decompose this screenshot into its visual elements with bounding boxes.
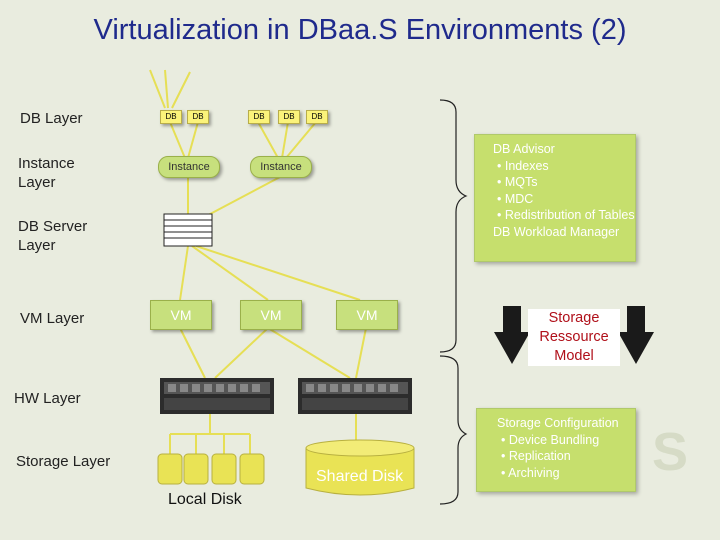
- db-box-2: DB: [187, 110, 209, 124]
- storage-layer-label: Storage Layer: [16, 453, 111, 470]
- db-advisor-heading: DB Advisor: [493, 142, 555, 156]
- instance-layer-label: Instance Layer: [18, 155, 75, 191]
- storage-config-item: Replication: [509, 448, 635, 465]
- shared-disk-label: Shared Disk: [316, 468, 404, 485]
- vm-layer-label: VM Layer: [20, 310, 85, 327]
- advisor-item: MDC: [505, 191, 635, 208]
- shared-disk-cylinder: [305, 439, 415, 496]
- watermark-logo: S: [652, 422, 688, 482]
- vm-1: VM: [150, 300, 212, 330]
- instance-1: Instance: [158, 156, 220, 178]
- db-advisor-box: DB Advisor Indexes MQTs MDC Redistributi…: [474, 134, 636, 262]
- db-server-stack: [163, 213, 213, 247]
- storage-configuration-heading: Storage Configuration: [497, 416, 619, 430]
- instance-2: Instance: [250, 156, 312, 178]
- storage-resource-model: Storage Ressource Model: [528, 309, 620, 366]
- advisor-item: Redistribution of Tables: [505, 207, 635, 224]
- db-box-5: DB: [306, 110, 328, 124]
- advisor-item: MQTs: [505, 174, 635, 191]
- page-title: Virtualization in DBaa.S Environments (2…: [93, 14, 627, 46]
- hw-layer-label: HW Layer: [14, 390, 81, 407]
- storage-configuration-box: Storage Configuration Device Bundling Re…: [476, 408, 636, 492]
- db-box-1: DB: [160, 110, 182, 124]
- hw-server-1: [160, 378, 274, 414]
- storage-config-item: Archiving: [508, 465, 635, 482]
- db-box-4: DB: [278, 110, 300, 124]
- advisor-item: Indexes: [505, 158, 635, 175]
- storage-config-item: Device Bundling: [509, 432, 635, 449]
- storage-model-arrows: [494, 306, 654, 364]
- db-server-layer-label: DB Server Layer: [18, 218, 88, 254]
- hw-server-2: [298, 378, 412, 414]
- db-box-3: DB: [248, 110, 270, 124]
- db-workload-manager: DB Workload Manager: [493, 224, 620, 239]
- vm-3: VM: [336, 300, 398, 330]
- db-layer-label: DB Layer: [20, 110, 83, 127]
- vm-2: VM: [240, 300, 302, 330]
- local-disk-label: Local Disk: [168, 491, 242, 508]
- local-disks: [157, 453, 265, 485]
